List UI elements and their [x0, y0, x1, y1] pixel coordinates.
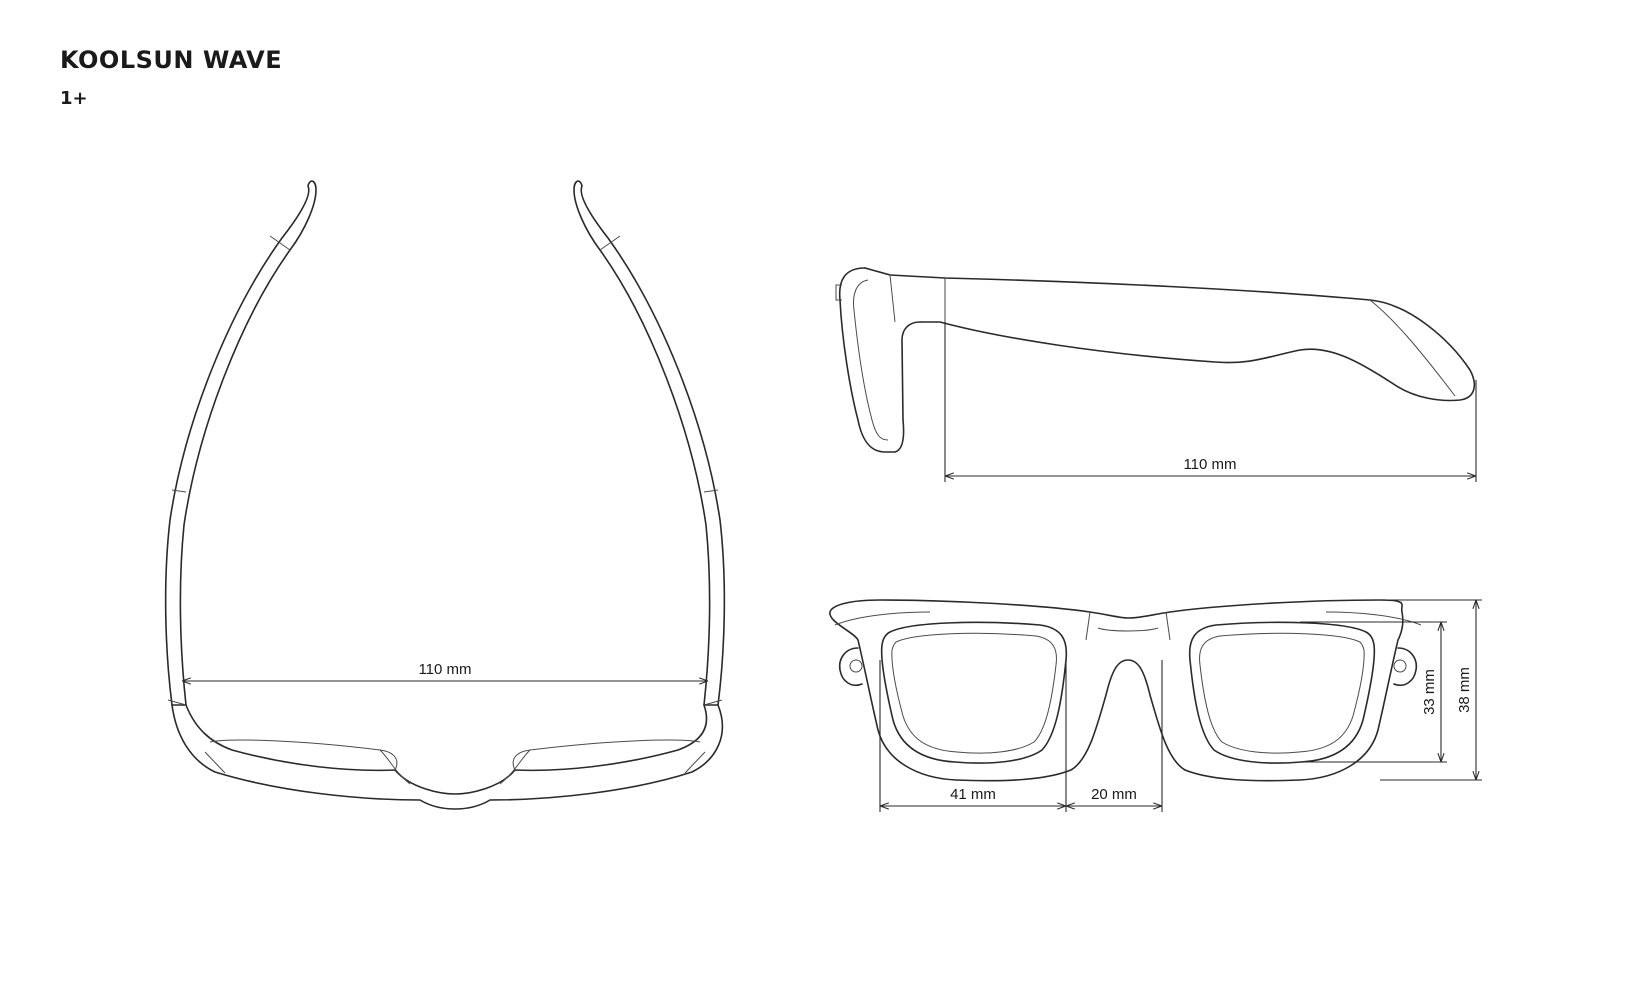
- side-view: [835, 267, 1476, 453]
- front-view-left-hinge: [838, 647, 863, 686]
- side-view-length-label: 110 mm: [1183, 456, 1236, 473]
- side-view-temple: [864, 267, 1476, 402]
- product-title: KOOLSUN WAVE: [60, 46, 283, 74]
- top-view: [164, 180, 726, 810]
- side-view-front-profile: [838, 267, 921, 453]
- front-view-frame: [829, 599, 1404, 782]
- side-view-dimension: 110 mm: [944, 322, 1477, 482]
- front-view: [829, 599, 1422, 782]
- top-view-left-temple: [164, 180, 317, 706]
- frame-height-label: 38 mm: [1456, 667, 1473, 713]
- front-view-left-lens: [880, 621, 1068, 764]
- front-view-right-lens: [1188, 621, 1376, 764]
- top-view-width-label: 110 mm: [418, 661, 471, 678]
- bridge-width-label: 20 mm: [1091, 786, 1137, 803]
- top-view-right-temple: [573, 180, 726, 706]
- front-view-dimensions: 41 mm 20 mm 33 mm 38 mm: [879, 599, 1482, 812]
- lens-height-label: 33 mm: [1421, 669, 1438, 715]
- top-view-front-frame: [171, 704, 724, 810]
- front-view-right-hinge: [1393, 647, 1418, 686]
- lens-width-label: 41 mm: [950, 786, 996, 803]
- top-view-dimension: 110 mm: [182, 661, 708, 681]
- age-label: 1+: [60, 88, 88, 109]
